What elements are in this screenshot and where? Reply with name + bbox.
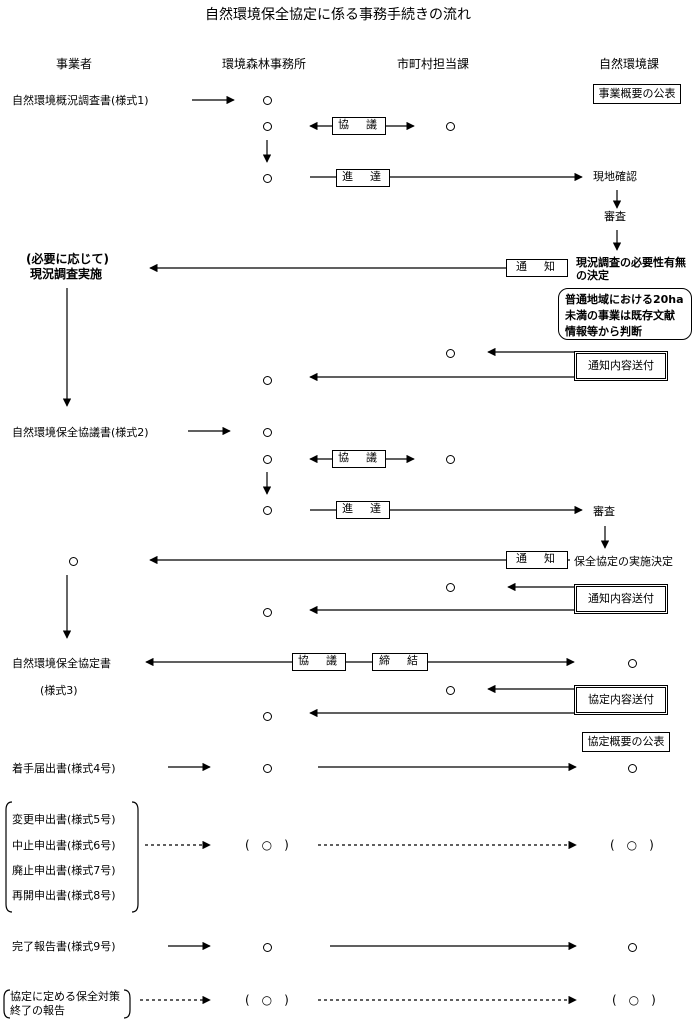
agreement-document-label: 自然環境保全協定書 — [12, 657, 111, 670]
survey-necessity-label-2: の決定 — [576, 269, 609, 282]
forest-office-node — [263, 608, 272, 617]
column-header-municipality: 市町村担当課 — [397, 57, 470, 71]
municipality-node — [446, 455, 455, 464]
notify-box: 通 知 — [506, 259, 568, 277]
nature-division-node — [628, 943, 637, 952]
agreement-form-label: (様式3) — [40, 684, 78, 697]
send-notice-box: 通知内容送付 — [574, 584, 668, 614]
review-label: 審査 — [604, 210, 626, 223]
optional-nature-division-node: ( ○ ) — [612, 993, 656, 1007]
column-header-nature-division: 自然環境課 — [599, 57, 660, 71]
optional-forest-office-node: ( ○ ) — [245, 838, 289, 852]
column-header-forest-office: 環境森林事務所 — [222, 57, 307, 71]
send-agreement-box: 協定内容送付 — [574, 685, 668, 715]
site-check-label: 現地確認 — [593, 170, 637, 183]
municipality-node — [446, 349, 455, 358]
field-survey-label: 現況調査実施 — [30, 267, 103, 281]
optional-forest-office-node: ( ○ ) — [245, 993, 289, 1007]
forest-office-node — [263, 428, 272, 437]
public-outline-box: 事業概要の公表 — [593, 84, 681, 104]
municipality-node — [446, 686, 455, 695]
forest-office-node — [263, 376, 272, 385]
review-label: 審査 — [593, 505, 615, 518]
forest-office-node — [263, 174, 272, 183]
operator-node — [69, 557, 78, 566]
decision-label: 保全協定の実施決定 — [574, 555, 673, 568]
forest-office-node — [263, 96, 272, 105]
municipality-node — [446, 583, 455, 592]
survey-document-label: 自然環境概況調査書(様式1) — [12, 94, 149, 107]
consult-box: 協 議 — [332, 450, 386, 468]
forest-office-node — [263, 712, 272, 721]
abolish-notice-label: 廃止申出書(様式7号) — [12, 864, 116, 877]
page-title: 自然環境保全協定に係る事務手続きの流れ — [205, 7, 471, 23]
optional-nature-division-node: ( ○ ) — [610, 838, 654, 852]
as-needed-label: (必要に応じて) — [26, 252, 109, 266]
forest-office-node — [263, 506, 272, 515]
change-notice-label: 変更申出書(様式5号) — [12, 813, 116, 826]
start-notice-label: 着手届出書(様式4号) — [12, 762, 116, 775]
final-report-line: 終了の報告 — [10, 1004, 65, 1017]
survey-necessity-label: 現況調査の必要性有無 — [576, 256, 686, 269]
note-line: 普通地域における20ha — [565, 293, 684, 306]
municipality-node — [446, 122, 455, 131]
final-report-line: 協定に定める保全対策 — [10, 990, 120, 1003]
transmit-box: 進 達 — [336, 169, 390, 187]
resume-notice-label: 再開申出書(様式8号) — [12, 889, 116, 902]
note-box: 普通地域における20ha 未満の事業は既存文献 情報等から判断 — [558, 288, 692, 340]
consult-box: 協 議 — [292, 653, 346, 671]
nature-division-node — [628, 764, 637, 773]
suspend-notice-label: 中止申出書(様式6号) — [12, 839, 116, 852]
consult-document-label: 自然環境保全協議書(様式2) — [12, 426, 149, 439]
note-line: 情報等から判断 — [565, 325, 642, 338]
forest-office-node — [263, 943, 272, 952]
send-notice-box: 通知内容送付 — [574, 351, 668, 381]
completion-report-label: 完了報告書(様式9号) — [12, 940, 116, 953]
note-line: 未満の事業は既存文献 — [565, 309, 675, 322]
consult-box: 協 議 — [332, 117, 386, 135]
transmit-box: 進 達 — [336, 501, 390, 519]
forest-office-node — [263, 122, 272, 131]
public-agreement-box: 協定概要の公表 — [582, 732, 670, 752]
sign-box: 締 結 — [372, 653, 428, 671]
nature-division-node — [628, 659, 637, 668]
forest-office-node — [263, 455, 272, 464]
notify-box: 通 知 — [506, 551, 568, 569]
column-header-operator: 事業者 — [56, 57, 93, 71]
forest-office-node — [263, 764, 272, 773]
